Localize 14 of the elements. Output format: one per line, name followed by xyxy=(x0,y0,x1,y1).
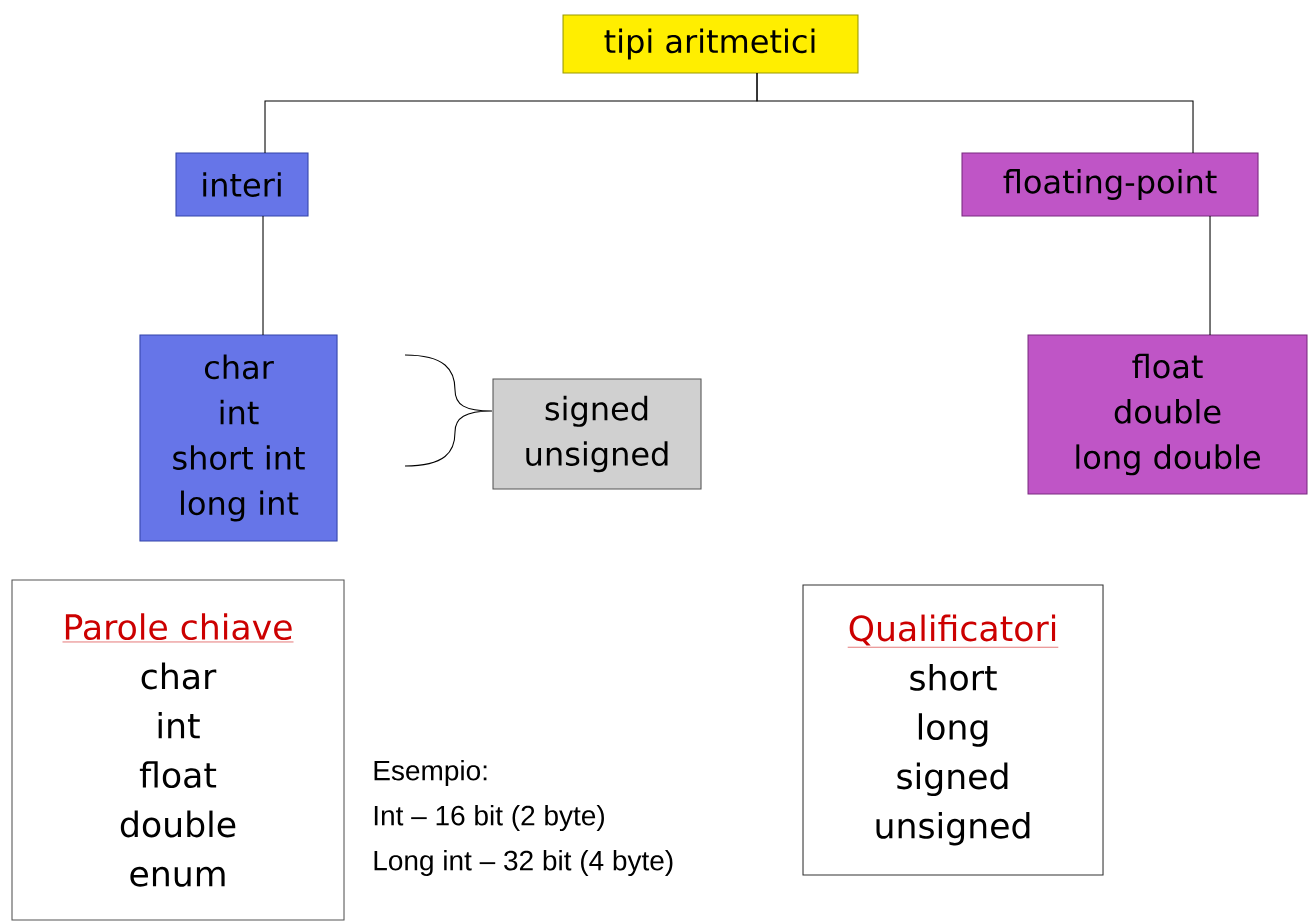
category-box: floating-point xyxy=(961,152,1259,217)
connector-line xyxy=(262,215,264,336)
example-text: Esempio: xyxy=(374,759,487,787)
example-text: Int – 16 bit (2 byte) xyxy=(374,804,604,832)
connector-line xyxy=(1209,215,1211,336)
category-box: tipi aritmetici xyxy=(562,14,859,74)
category-box: float double long double xyxy=(1027,334,1308,495)
example-text: Long int – 32 bit (4 byte) xyxy=(374,849,673,877)
category-box: signed unsigned xyxy=(492,378,702,490)
keyword-box: Qualificatori short long signed unsigned xyxy=(802,584,1104,876)
connector-line xyxy=(756,72,1194,154)
keyword-box: Parole chiave char int float double enum xyxy=(11,579,345,921)
category-box: interi xyxy=(175,152,309,217)
category-box: char int short int long int xyxy=(139,334,338,542)
